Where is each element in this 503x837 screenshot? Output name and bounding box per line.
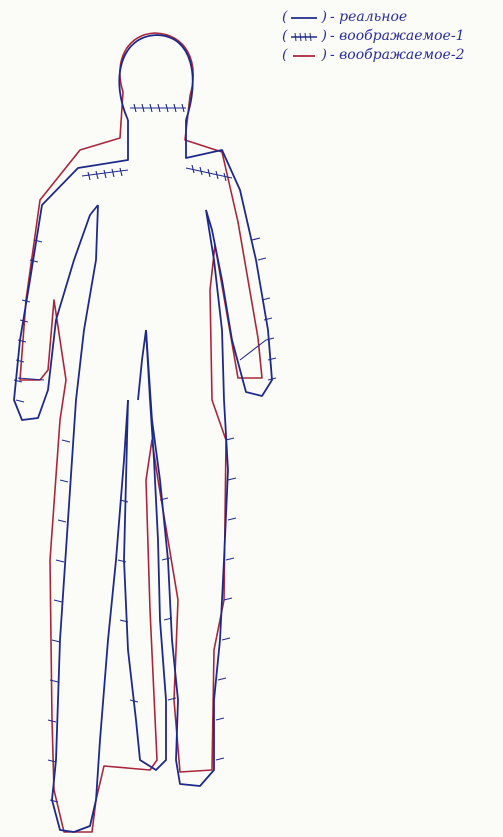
red-line-swatch-icon <box>289 50 319 62</box>
legend-item-imagined-2: ( ) - воображаемое-2 <box>282 46 498 65</box>
legend: ( ) - реальное ( ) - воображаемое-1 ( <box>282 8 498 65</box>
open-paren: ( <box>282 46 287 65</box>
close-paren: ) <box>321 8 326 27</box>
imagined-1-hatching <box>14 104 276 802</box>
legend-label: - воображаемое-1 <box>330 27 465 46</box>
close-paren: ) <box>321 27 326 46</box>
legend-item-imagined-1: ( ) - воображаемое-1 <box>282 27 498 46</box>
hatched-line-swatch-icon <box>289 31 319 43</box>
open-paren: ( <box>282 8 287 27</box>
legend-label: - реальное <box>330 8 407 27</box>
open-paren: ( <box>282 27 287 46</box>
legend-label: - воображаемое-2 <box>330 46 465 65</box>
legend-item-real: ( ) - реальное <box>282 8 498 27</box>
close-paren: ) <box>321 46 326 65</box>
solid-line-swatch-icon <box>289 12 319 24</box>
